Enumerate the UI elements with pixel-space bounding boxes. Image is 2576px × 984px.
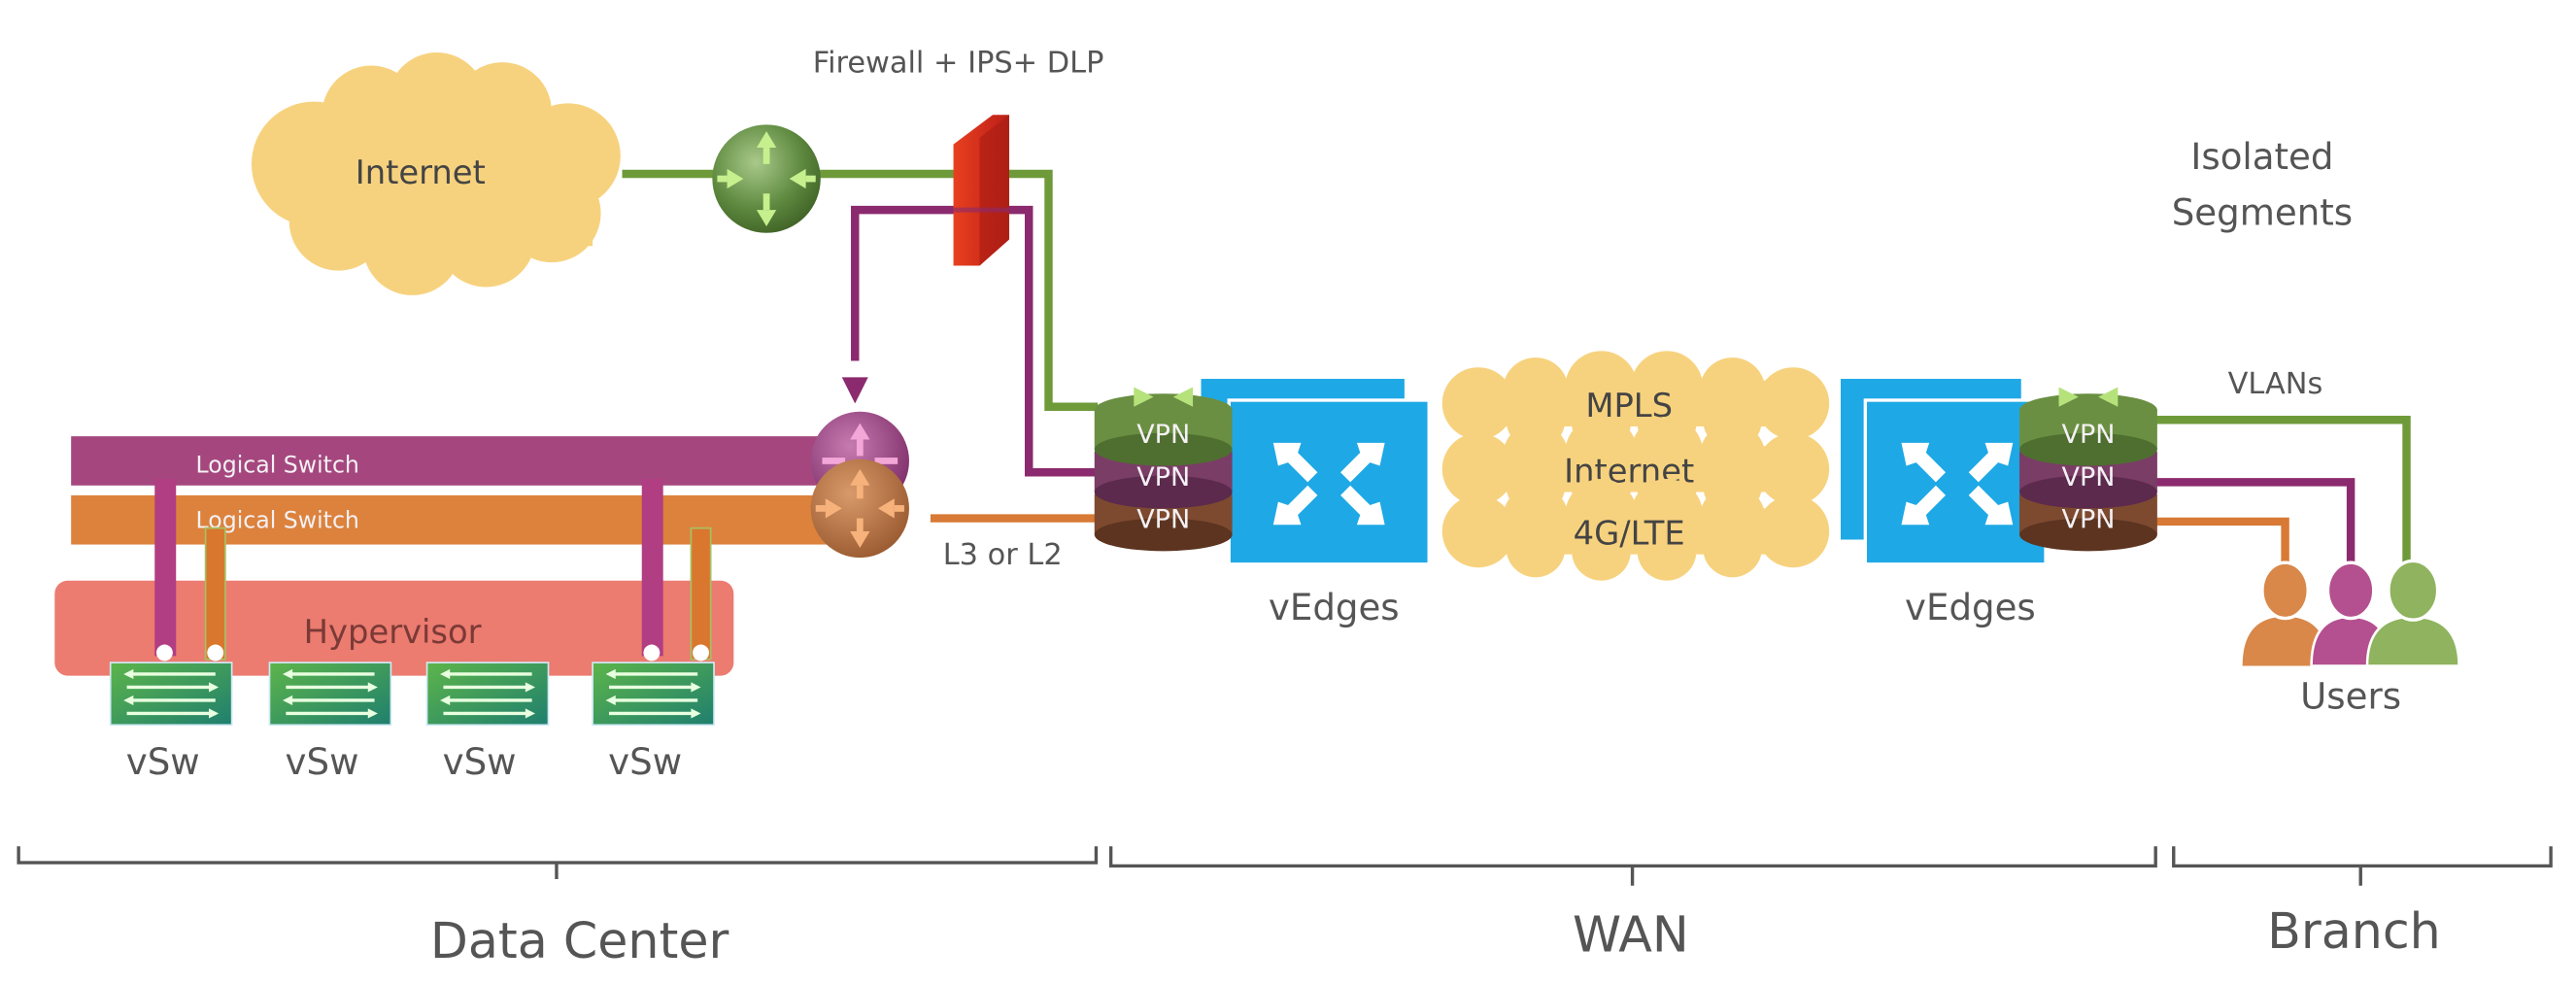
vpn-label: VPN (1136, 462, 1190, 492)
router-glyph-icon (2058, 387, 2118, 407)
vpn-label: VPN (1136, 505, 1190, 535)
section-label-branch: Branch (2267, 902, 2441, 960)
connections (622, 169, 2411, 578)
l3-or-l2-label: L3 or L2 (943, 538, 1063, 572)
vlan-green-line (2153, 416, 2411, 578)
internet-router-icon (712, 124, 821, 233)
section-brackets (17, 846, 2553, 886)
wan-cloud-4glte: 4G/LTE (1441, 479, 1830, 581)
isolated-segments-label-line2: Segments (2172, 191, 2353, 233)
vlans-label: VLANs (2228, 367, 2323, 401)
section-label-wan: WAN (1573, 905, 1689, 963)
bracket-data-center (17, 846, 1099, 880)
internet-cloud-label: Internet (356, 153, 486, 191)
vpn-label: VPN (2061, 462, 2115, 492)
vpn-label: VPN (2061, 505, 2115, 535)
section-label-data-center: Data Center (430, 912, 729, 969)
wan-transport-label: 4G/LTE (1574, 515, 1685, 553)
logical-switch-purple-label: Logical Switch (195, 451, 358, 478)
vswitch-label: vSw (608, 741, 682, 783)
vedge-left (1198, 375, 1431, 566)
vswitch-group: vSw vSw vSw vSw (109, 662, 715, 783)
vswitch-icon (109, 662, 233, 727)
vpn-segment: VPN (2019, 393, 2157, 466)
vedges-left-label: vEdges (1269, 587, 1400, 628)
vswitch-label: vSw (443, 741, 517, 783)
vpn-label: VPN (2061, 420, 2115, 450)
vswitch-label: vSw (126, 741, 200, 783)
isolated-segments-label-line1: Isolated (2190, 136, 2333, 178)
wan-cloud-mpls: MPLS (1441, 351, 1830, 454)
vpn-label: VPN (1136, 420, 1190, 450)
vedge-right (1837, 375, 2048, 566)
vpn-stack-left: VPN VPN VPN (1094, 387, 1233, 552)
green-path-internet (622, 169, 1099, 411)
vedge-router-icon (1901, 442, 2014, 526)
firewall-icon (953, 115, 1009, 266)
vedges-right-label: vEdges (1905, 587, 2036, 628)
vswitch-icon (268, 662, 392, 727)
vlan-purple-line (2153, 478, 2356, 578)
logical-switch-purple: Logical Switch (71, 436, 842, 486)
switch-drops (154, 479, 712, 662)
vswitch-label: vSw (286, 741, 359, 783)
users-label: Users (2300, 675, 2401, 717)
dc-router-orange-icon (810, 458, 909, 559)
purple-arrow-head (841, 377, 868, 404)
user-orange (2242, 560, 2328, 666)
vlan-orange-line (2153, 517, 2289, 578)
vpn-segment: VPN (1094, 393, 1233, 466)
hypervisor-label: Hypervisor (304, 613, 482, 651)
internet-cloud: Internet (251, 52, 621, 295)
purple-path-firewall (851, 205, 1099, 477)
vedge-router-icon (1272, 442, 1385, 526)
bracket-branch (2172, 846, 2553, 886)
user-green (2365, 559, 2460, 667)
router-glyph-icon (1134, 387, 1194, 407)
bracket-wan (1108, 846, 2157, 886)
users-icon (2242, 559, 2460, 667)
vpn-stack-right: VPN VPN VPN (2019, 387, 2157, 552)
logical-switch-orange: Logical Switch (71, 494, 842, 545)
vswitch-icon (425, 662, 550, 727)
firewall-label: Firewall + IPS+ DLP (813, 46, 1104, 80)
vswitch-icon (592, 662, 715, 727)
